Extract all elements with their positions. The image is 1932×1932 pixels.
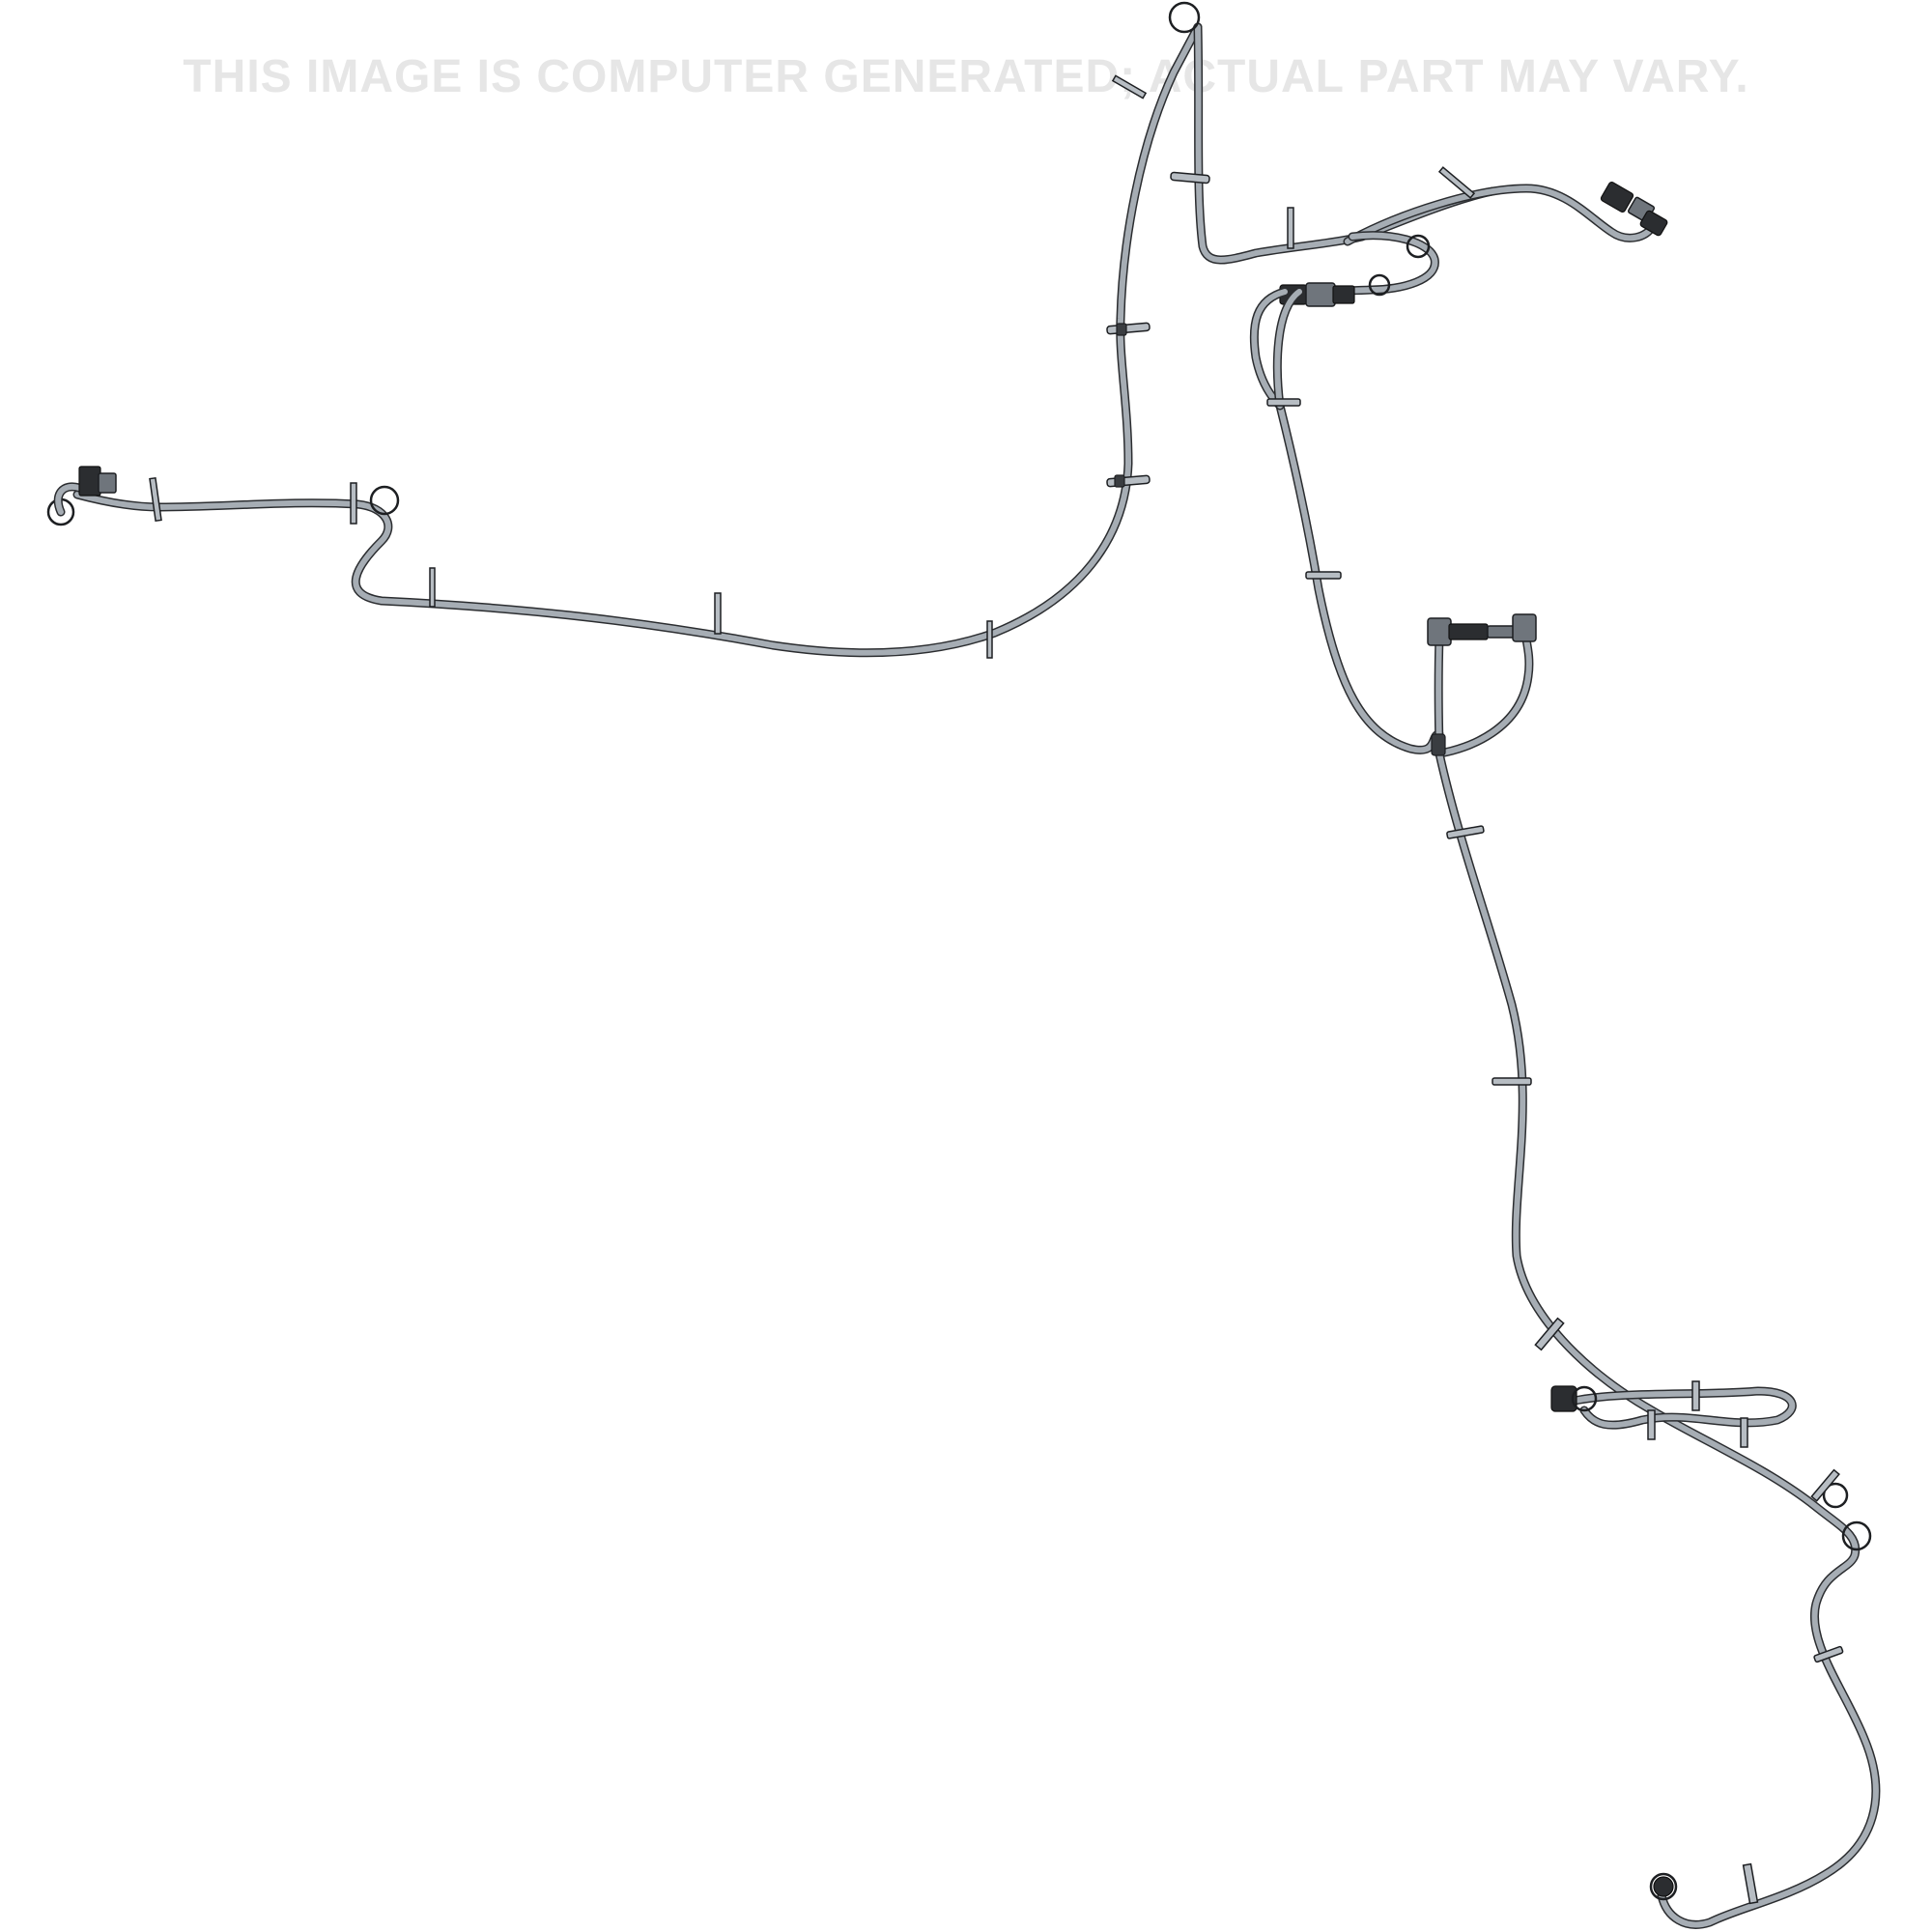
- top-right-connector: [1600, 181, 1668, 237]
- left-branch-hose: [72, 22, 1203, 658]
- top-center-hose: [1193, 22, 1497, 265]
- center-ring-terminal-icon: [1406, 234, 1431, 259]
- disclaimer-watermark: THIS IMAGE IS COMPUTER GENERATED; ACTUAL…: [183, 51, 1749, 102]
- left-end-connector: [46, 466, 117, 526]
- bottom-end-connector: [1649, 1872, 1678, 1901]
- right-main-hose: [1249, 287, 1444, 754]
- lower-loop-connector: [1550, 1385, 1598, 1412]
- clip-group: [149, 74, 1844, 1905]
- lower-ring-terminal-icon: [1841, 1520, 1872, 1551]
- top-ring-terminal-icon: [1168, 1, 1201, 34]
- top-right-hose: [1343, 184, 1657, 246]
- lower-right-hose: [1435, 749, 1881, 1929]
- left-ring-terminal-icon: [369, 485, 400, 516]
- lower-ring-terminal-icon-2: [1822, 1482, 1849, 1509]
- lower-loop-hose: [1570, 1386, 1797, 1430]
- inline-connector: [1279, 273, 1391, 307]
- u-loop-hose: [1427, 613, 1537, 758]
